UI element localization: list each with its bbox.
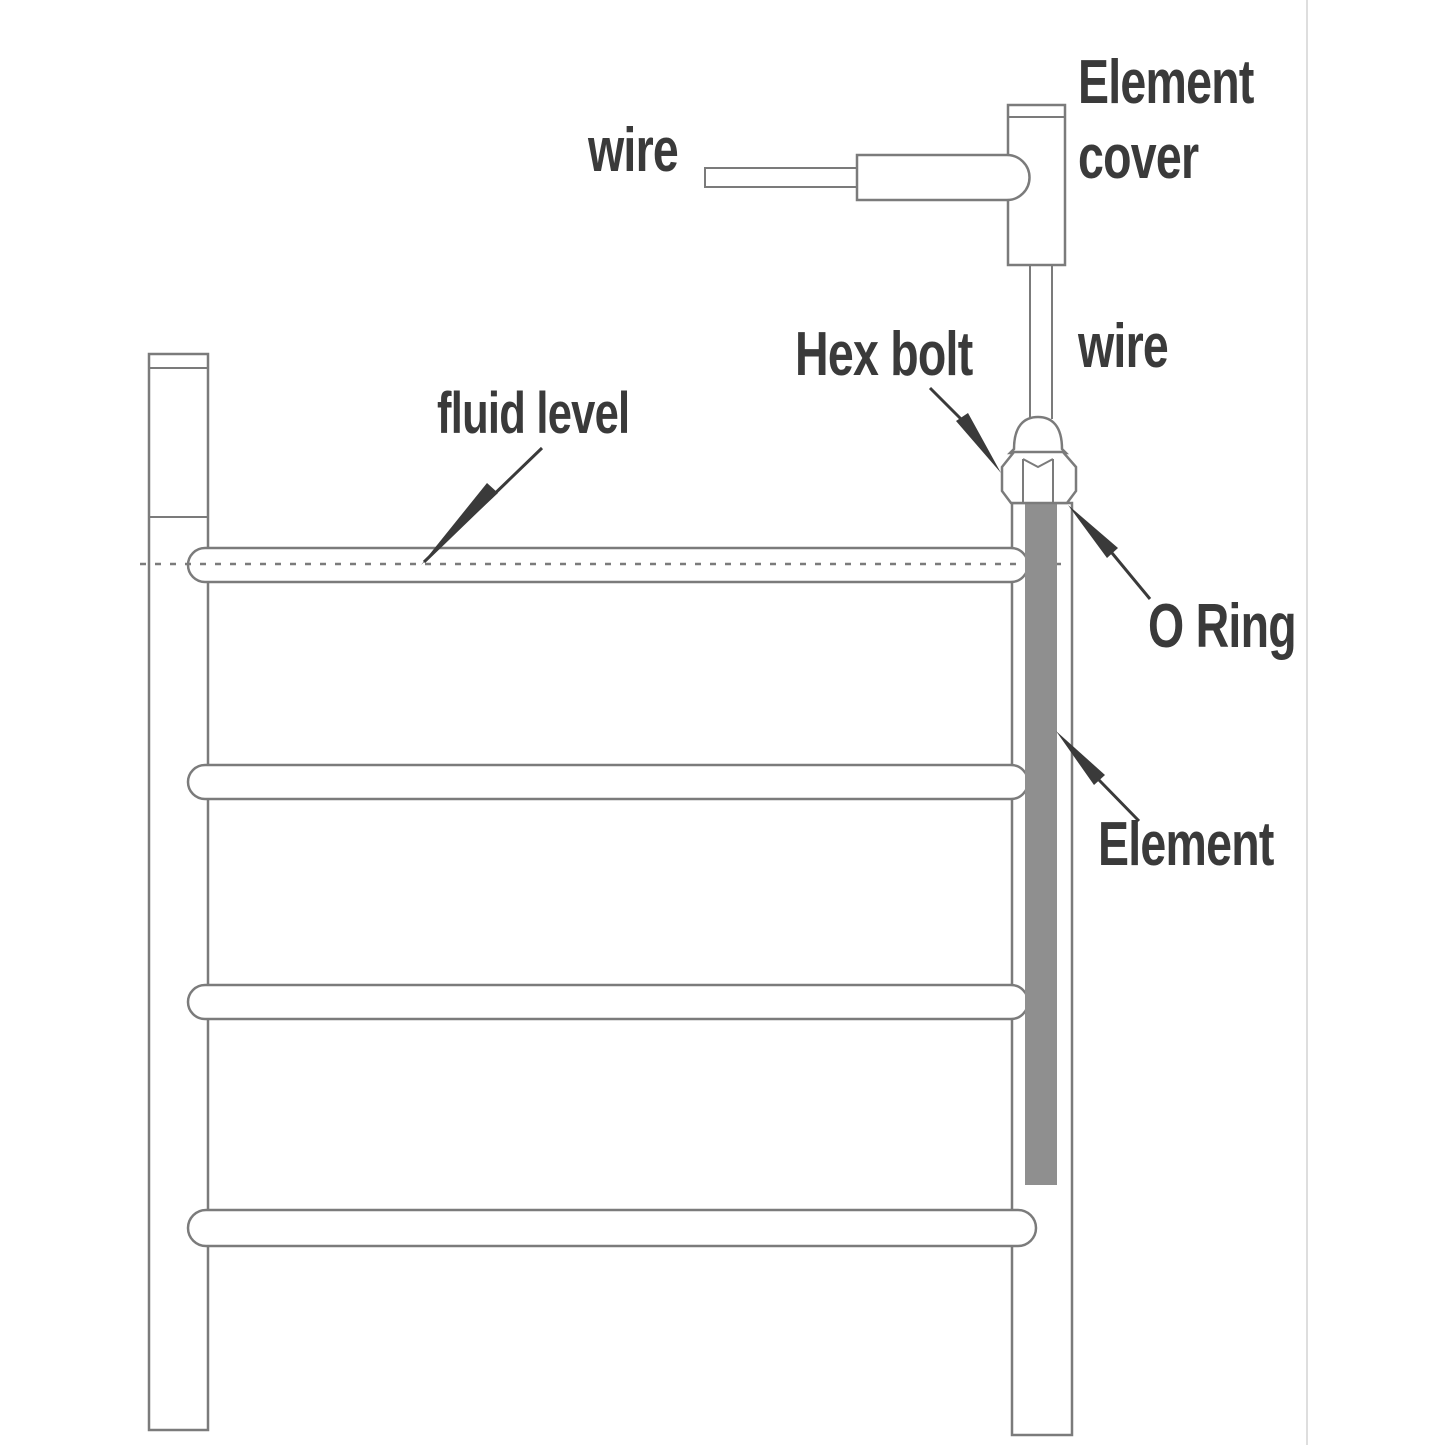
label-wire-top: wire bbox=[588, 116, 679, 185]
label-hex-bolt: Hex bolt bbox=[795, 320, 973, 389]
label-element-cover-line2: cover bbox=[1078, 123, 1199, 192]
heating-element-bar bbox=[1025, 504, 1057, 1185]
rail-2 bbox=[186, 763, 1030, 801]
label-wire-right: wire bbox=[1078, 312, 1169, 381]
label-o-ring: O Ring bbox=[1148, 592, 1297, 661]
left-post bbox=[147, 352, 210, 1432]
label-element: Element bbox=[1098, 810, 1274, 879]
rail-3 bbox=[186, 983, 1030, 1021]
fluid-level-arrow bbox=[421, 446, 544, 565]
dome-cap bbox=[1006, 415, 1070, 455]
label-fluid-level: fluid level bbox=[437, 381, 630, 446]
o-ring-arrow bbox=[1068, 505, 1152, 600]
lead-wire-top bbox=[704, 167, 861, 188]
wire-down bbox=[1029, 265, 1053, 419]
rail-4 bbox=[186, 1208, 1038, 1248]
element-arrow bbox=[1056, 731, 1141, 823]
hex-bolt bbox=[1000, 450, 1078, 505]
label-element-cover-line1: Element bbox=[1078, 48, 1254, 117]
hex-bolt-arrow bbox=[928, 386, 1001, 473]
wire-connector bbox=[855, 153, 1031, 202]
